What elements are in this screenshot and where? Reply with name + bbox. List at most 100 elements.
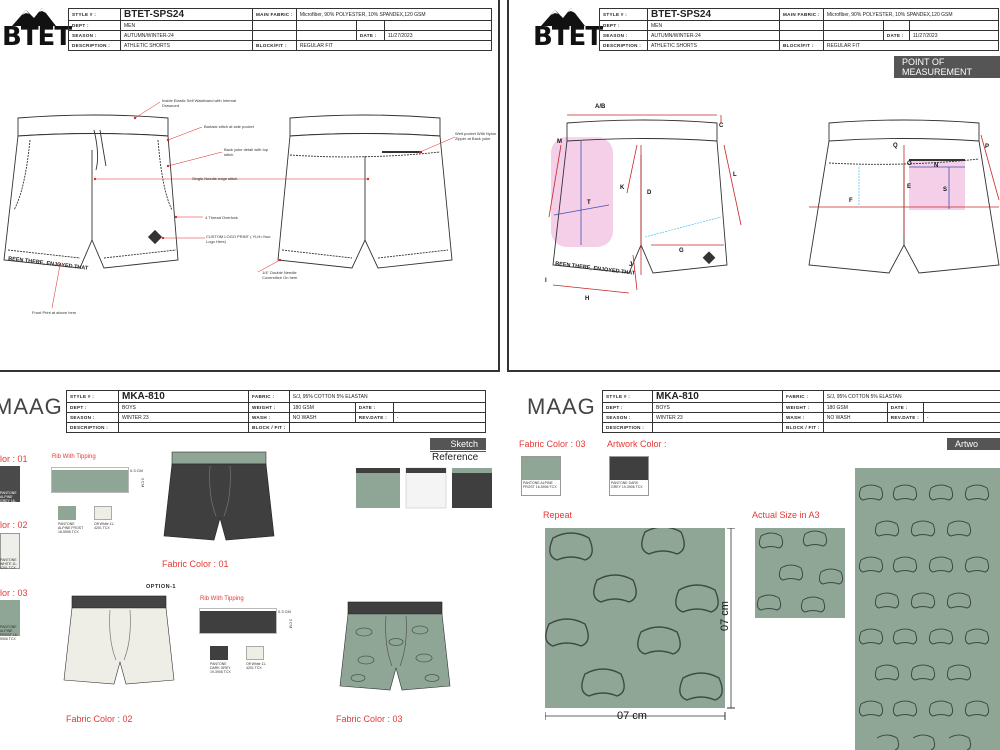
swatch-01-caption: PANTONE ALPINE GREY 16-5906 TCX	[0, 491, 17, 507]
rib-height-2: 3 CM	[288, 618, 294, 629]
color-01-label: lor : 01	[0, 454, 28, 464]
tab-point-of-measurement[interactable]: POINT OF MEASUREMENT	[894, 56, 1000, 78]
artwork-color-label: Artwork Color :	[607, 439, 667, 449]
dept-label: DEPT :	[68, 20, 121, 31]
style-value: MKA-810	[652, 390, 783, 403]
date-label: DATE :	[355, 30, 385, 41]
dept-value: MEN	[120, 20, 253, 31]
header-table: STYLE # : BTET-SPS24 MAIN FABRIC : Micro…	[599, 8, 1000, 51]
btet-logo: BTET	[533, 22, 603, 52]
pom-label-o: O	[907, 161, 912, 167]
maag-logo: MAAG	[527, 394, 596, 419]
tab-sketch[interactable]: Sketch	[430, 438, 486, 450]
spec-sheet-measurement: BTET STYLE # : BTET-SPS24 MAIN FABRIC : …	[507, 0, 1000, 372]
desc-value: ATHLETIC SHORTS	[647, 40, 780, 51]
spec-sheet-boxer-sketch: MAAG STYLE # : MKA-810 FABRIC : S/J, 95%…	[0, 376, 500, 750]
dept-label: DEPT :	[599, 20, 648, 31]
header-table: STYLE # : MKA-810 FABRIC : S/J, 95% COTT…	[66, 390, 487, 433]
fabric-label: FABRIC :	[782, 390, 824, 403]
weight-value: 180 GSM	[288, 402, 356, 413]
season-label: SEASON :	[66, 412, 119, 423]
header-table: STYLE # : BTET-SPS24 MAIN FABRIC : Micro…	[68, 8, 493, 51]
rib-width-2: 0.3 CM	[278, 609, 291, 614]
dept-value: MEN	[647, 20, 780, 31]
pom-label-p: P	[985, 144, 990, 150]
style-label: STYLE # :	[599, 8, 648, 21]
style-label: STYLE # :	[66, 390, 119, 403]
pom-label-c: C	[719, 123, 724, 129]
color-03-label: lor : 03	[0, 588, 28, 598]
season-value: WINTER 23	[652, 412, 783, 423]
rib-swatch-2	[199, 608, 277, 634]
dept-value: BOYS	[652, 402, 783, 413]
wash-value: NO WASH	[288, 412, 356, 423]
desc-label: DESCRIPTION :	[602, 422, 653, 433]
pom-label-m: M	[557, 139, 562, 145]
revdate-label: REV.DATE :	[886, 412, 924, 423]
fabric-label: MAIN FABRIC :	[252, 8, 297, 21]
pom-label-n: N	[934, 163, 939, 169]
artwork-swatch-caption: PANTONE DARK GREY 19-3906 TCX	[611, 481, 643, 489]
rib-swatch-1b-caption: Off White 11-4201 TCX	[94, 522, 115, 530]
option-1-label: OPTION-1	[146, 584, 176, 590]
spec-sheet-flat-sketch: BTET STYLE # : BTET-SPS24 MAIN FABRIC : …	[0, 0, 500, 372]
fit-value: REGULAR FIT	[822, 40, 1000, 51]
rib-height-1: 3 CM	[140, 477, 146, 488]
wash-label: WASH :	[782, 412, 824, 423]
pom-label-f: F	[849, 198, 853, 204]
fit-value: REGULAR FIT	[295, 40, 493, 51]
style-value: MKA-810	[118, 390, 249, 403]
fabric-color-01-label: Fabric Color : 01	[162, 559, 229, 569]
date-value: 11/27/2023	[908, 30, 1000, 41]
measurement-drawing: BEEN THERE, ENJOYED THAT	[548, 114, 1000, 294]
ann-custom-logo: CUSTOM LOGO PRINT ( YLH=Your Logo Here)	[206, 234, 271, 244]
wash-label: WASH :	[248, 412, 290, 423]
pom-label-e: E	[907, 184, 912, 190]
ann-bartack: Bartack stitch at side pocket	[204, 124, 254, 129]
mountain-logo-icon	[541, 8, 585, 26]
weight-label: WEIGHT :	[782, 402, 824, 413]
ann-backyoke: Back yoke detail with top stitch	[224, 147, 269, 157]
season-label: SEASON :	[68, 30, 121, 41]
season-value: AUTUMN/WINTER-24	[120, 30, 253, 41]
revdate-label: REV.DATE :	[354, 412, 394, 423]
fabric-label: MAIN FABRIC :	[779, 8, 824, 21]
pom-label-d: D	[647, 190, 652, 196]
rib-swatch-2a	[210, 646, 228, 660]
ann-front-print: Front Print at above hem	[32, 310, 77, 315]
fabric-color-03-label: Fabric Color : 03	[336, 714, 403, 724]
pom-label-h: H	[585, 296, 590, 302]
repeat-label: Repeat	[543, 510, 573, 520]
fit-label: BLOCK/FIT :	[779, 40, 824, 51]
fabric-swatch-caption: PANTONE ALPINE FROST 16-5906 TCX	[523, 481, 557, 489]
season-label: SEASON :	[602, 412, 653, 423]
rib-swatch-2b-caption: Off White 11-4201 TCX	[246, 662, 267, 670]
date-label: DATE :	[354, 402, 394, 413]
pom-label-s: S	[943, 187, 948, 193]
style-value: BTET-SPS24	[120, 8, 253, 21]
tab-artwork[interactable]: Artwo	[947, 438, 1000, 450]
width-dimension-line	[545, 712, 726, 720]
repeat-tile	[545, 528, 725, 708]
pom-label-ab: A/B	[595, 104, 606, 110]
desc-label: DESCRIPTION :	[68, 40, 121, 51]
height-dimension-line	[727, 528, 735, 709]
date-label: DATE :	[882, 30, 910, 41]
ann-overlock: 4 Thread Overlock	[205, 215, 238, 220]
date-label: DATE :	[886, 402, 924, 413]
fabric-color-label: Fabric Color : 03	[519, 439, 586, 449]
fit-label: BLOCK / FIT :	[248, 422, 290, 433]
spec-sheet-artwork: MAAG STYLE # : MKA-810 FABRIC : S/J, 95%…	[507, 376, 1000, 750]
reference-label: Reference	[432, 452, 479, 463]
hem-print-text: BEEN THERE, ENJOYED THAT	[555, 261, 636, 277]
rib-swatch-1a-caption: PANTONE ALPINE FROST 16-5906 TCX	[58, 522, 84, 534]
custom-logo-icon	[147, 229, 163, 245]
rib-swatch-2b	[246, 646, 264, 660]
rib-swatch-1b	[94, 506, 112, 520]
desc-label: DESCRIPTION :	[599, 40, 648, 51]
pom-label-k: K	[620, 185, 625, 191]
wash-value: NO WASH	[822, 412, 888, 423]
pom-label-l: L	[733, 172, 737, 178]
shorts-flat-drawing: BEEN THERE, ENJOYED THAT	[3, 101, 456, 309]
season-value: WINTER 23	[118, 412, 249, 423]
